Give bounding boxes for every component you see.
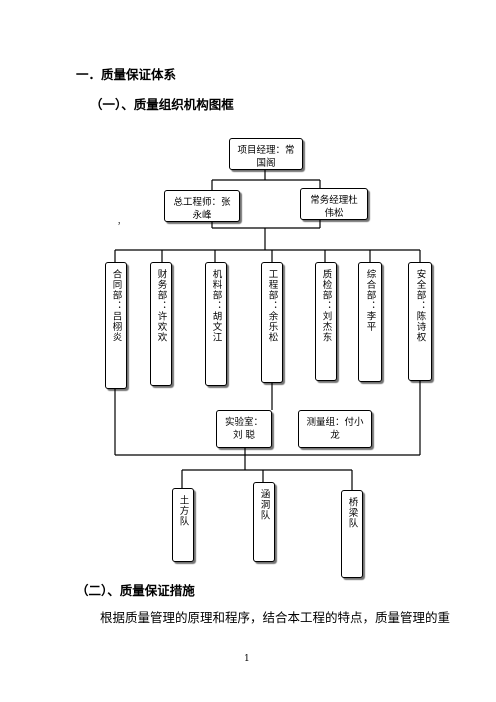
org-box-bridge-team: 桥梁队 — [341, 490, 363, 578]
org-box-materials-dept: 机料部：胡文江 — [205, 262, 227, 386]
section-2-title: （二）、质量保证措施 — [76, 583, 195, 598]
org-box-chief-engineer: 总工程师：张永峰 — [164, 190, 240, 222]
page-number: 1 — [244, 654, 250, 664]
section-1-subtitle: （一）、质量组织机构图框 — [90, 97, 234, 112]
org-box-survey-team: 测量组：付小龙 — [298, 410, 372, 448]
org-box-general-affairs-dept: 综合部：李平 — [358, 262, 382, 382]
stray-mark: ， — [117, 217, 127, 227]
org-box-project-manager: 项目经理：常国阁 — [229, 138, 303, 170]
org-box-laboratory: 实验室：刘 聪 — [216, 410, 272, 448]
org-box-culvert-team: 涵洞队 — [253, 482, 275, 562]
org-box-safety-dept: 安全部：陈诗权 — [408, 262, 432, 381]
section-1-title: 一．质量保证体系 — [76, 67, 177, 82]
org-box-finance-dept: 财务部：许欢欢 — [150, 262, 172, 386]
org-box-executive-manager: 常务经理杜伟松 — [300, 188, 368, 220]
org-box-contract-dept: 合同部：吕栩炎 — [105, 262, 127, 389]
org-box-earthwork-team: 土方队 — [172, 488, 194, 562]
org-box-quality-inspection-dept: 质检部：刘杰东 — [315, 262, 337, 381]
body-paragraph: 根据质量管理的原理和程序，结合本工程的特点，质量管理的重 — [100, 610, 451, 625]
org-box-engineering-dept: 工程部：余乐松 — [261, 262, 283, 383]
